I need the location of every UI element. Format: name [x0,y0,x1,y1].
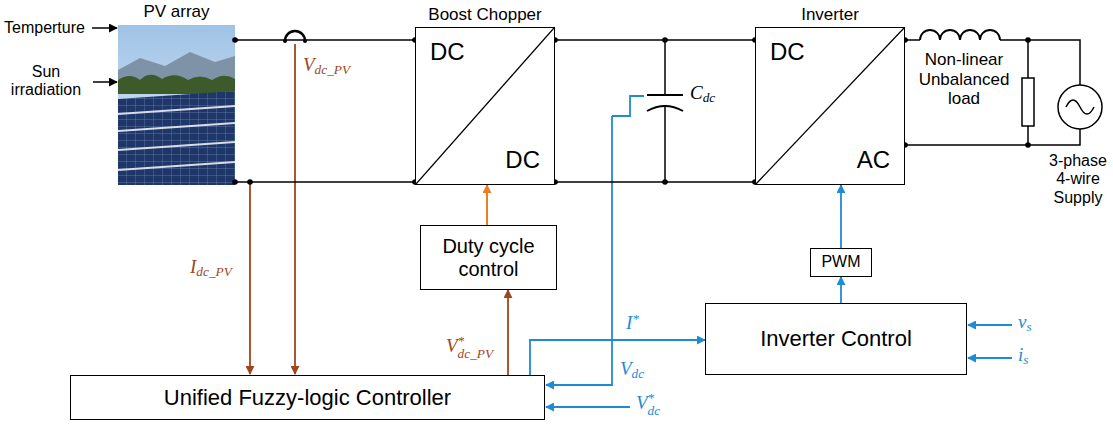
node-title: Duty cycle control [429,235,548,281]
math-sub: dc [648,404,661,417]
measurement-line [249,182,251,374]
node-title: Inverter Control [760,326,912,351]
control-arrow [486,185,488,225]
node-text: AC [857,146,890,174]
junction-dots [232,37,1031,185]
ac-source-symbol [1066,100,1094,114]
math-sup: * [632,311,639,326]
converter-diagonal [416,28,554,184]
reference-arrow [546,406,630,408]
control-arrow [840,185,842,248]
math-base: C [690,82,703,103]
math-base: V [446,335,458,356]
math-sub: s [1026,319,1031,334]
math-index: *dc [648,391,661,418]
input-arrow [968,357,1012,359]
converter-diagonal [756,28,904,184]
power-wire [555,39,755,41]
signal-name: V*dc [636,391,660,418]
node-title: Inverter [716,5,944,25]
measurement-line [294,44,296,374]
capacitor-symbol [647,94,683,96]
math-base: v [1018,311,1026,332]
resistor-symbol [1022,78,1034,126]
signal-name: is [1018,344,1028,368]
load-lead [1027,40,1029,78]
signal-name: vs [1018,311,1032,335]
node-text: DC [430,38,465,66]
math-sub: dc_PV [315,62,350,77]
inductor-symbol [920,30,1000,40]
input-label: Sun irradiation [2,63,90,100]
node-title: Boost Chopper [376,5,594,25]
math-sup: * [458,334,493,347]
reference-arrow [530,340,705,375]
math-base: V [303,54,315,75]
node-title: Unified Fuzzy-logic Controller [164,385,451,410]
control-arrow [840,277,842,303]
math-index: *dc_PV [458,334,493,361]
output-wire [1000,40,1080,85]
pwm-box: PWM [810,248,872,277]
node-title: PWM [821,253,860,271]
pv-array-photo [118,25,235,185]
input-label: Temperture [4,19,85,37]
math-base: V [620,358,632,379]
supply-label: 3-phase 4-wire Supply [1046,152,1110,207]
math-sub: dc [632,366,645,381]
math-base: V [636,392,648,413]
signal-name: V*dc_PV [446,334,493,361]
math-base: i [1018,344,1023,365]
capacitor-lead [664,106,666,182]
load-label: Non-linear Unbalanced load [912,50,1016,109]
converter-box: Boost ChopperDCDC [415,27,555,185]
node-text: DC [505,146,540,174]
output-wire [905,129,1080,145]
capacitor-lead [664,40,666,95]
math-sub: dc [703,90,716,105]
math-base: I [626,312,632,333]
controller-box: Unified Fuzzy-logic Controller [70,375,545,420]
signal-name: Idc_PV [190,256,232,280]
input-arrow [93,81,117,83]
sky [118,25,235,185]
voltage-sensor [612,96,644,116]
math-sub: dc_PV [458,347,493,360]
input-arrow [968,324,1012,326]
junction-dot [1025,37,1031,43]
power-wire [235,39,415,41]
math-sub: s [1023,352,1028,367]
reference-arrow [507,290,509,375]
tree-line [118,75,235,94]
signal-name: Vdc_PV [303,54,350,78]
input-arrow [92,27,117,29]
math-sub: dc_PV [196,264,231,279]
node-text: DC [770,38,805,66]
node-title: PV array [78,2,275,22]
signal-name: Vdc [620,358,644,382]
component-name: Cdc [690,82,715,106]
junction-dot [1025,142,1031,148]
load-lead [1027,126,1029,145]
control-box: Duty cycle control [420,225,557,290]
ac-source-symbol [1058,85,1102,129]
power-wire [555,181,755,183]
math-base: I [190,256,196,277]
panel-row-gaps [118,106,235,170]
pv-array: PV array [118,25,235,185]
signal-name: I* [626,311,639,334]
power-wire [235,181,415,183]
math-sup: * [648,391,661,404]
converter-box: InverterDCAC [755,27,905,185]
control-box: Inverter Control [705,303,967,375]
solar-panels [118,91,235,185]
